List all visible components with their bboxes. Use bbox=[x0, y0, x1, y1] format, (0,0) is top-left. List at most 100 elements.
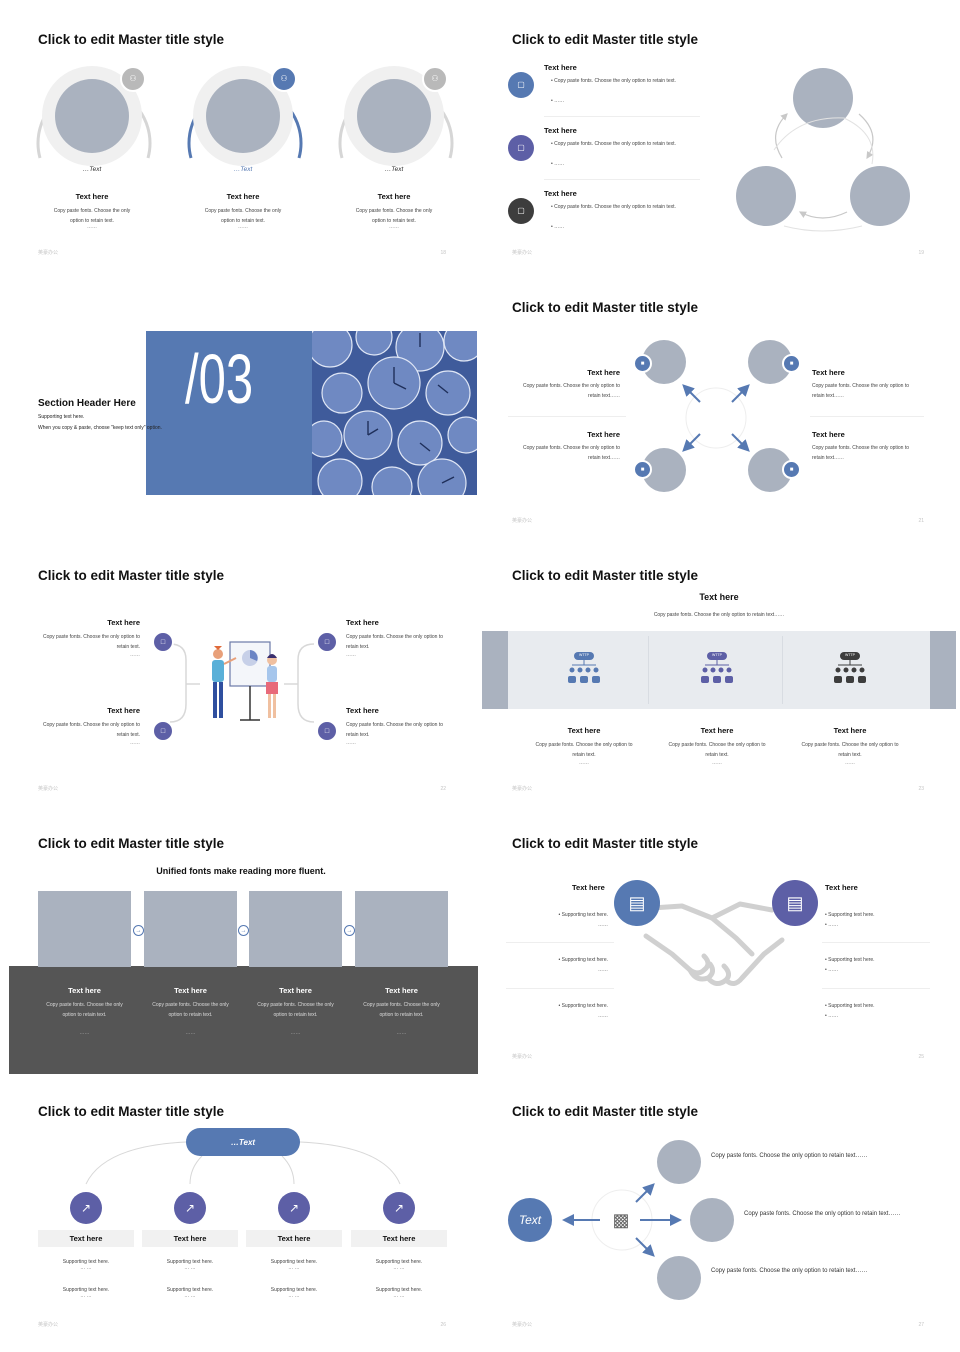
item-line: Supporting text here. bbox=[375, 1259, 423, 1265]
item-body: Copy paste fonts. Choose the only option… bbox=[744, 1211, 901, 1217]
icon-label: WTTP bbox=[712, 653, 722, 657]
quad-diagram bbox=[642, 340, 792, 492]
item-dots: …… bbox=[396, 1030, 407, 1036]
item-body: Copy paste fonts. Choose the only option… bbox=[668, 742, 766, 758]
arrow-right-icon: → bbox=[133, 925, 144, 936]
dark-band bbox=[9, 966, 478, 1074]
item-body: Copy paste fonts. Choose the only option… bbox=[812, 383, 910, 399]
image-placeholder bbox=[38, 891, 131, 967]
item-heading: Text here bbox=[567, 726, 601, 735]
section-panel bbox=[146, 331, 312, 495]
slide-19[interactable]: Click to edit Master title style ▢ ▢ ▢ T… bbox=[482, 4, 956, 270]
item-body: Copy paste fonts. Choose the only option… bbox=[42, 722, 140, 738]
slide-27[interactable]: Click to edit Master title style Text ▩ … bbox=[482, 1076, 956, 1342]
item-heading: Text here bbox=[75, 192, 109, 201]
item-dots: …… bbox=[346, 740, 356, 746]
item-heading: Text here bbox=[812, 430, 845, 439]
slide-title: Click to edit Master title style bbox=[38, 836, 225, 851]
org-chart-icon bbox=[568, 652, 600, 683]
item-bullet: • …… bbox=[551, 161, 565, 167]
slide-25[interactable]: Click to edit Master title style ▤ ▤ Tex… bbox=[482, 808, 956, 1074]
slide-section-header[interactable]: /03 Section Header Here Supporting text … bbox=[4, 272, 478, 538]
slide-22[interactable]: Click to edit Master title style □ □ □ □… bbox=[4, 540, 478, 806]
image-placeholder bbox=[657, 1256, 701, 1300]
id-badge-icon: ■ bbox=[782, 460, 801, 479]
slide-26[interactable]: Click to edit Master title style …Text ↗… bbox=[4, 1076, 478, 1342]
slide-23[interactable]: Click to edit Master title style Text he… bbox=[482, 540, 956, 806]
item-heading: Text here bbox=[377, 192, 411, 201]
ring-2 bbox=[187, 66, 303, 166]
item-dots: …… bbox=[185, 1030, 196, 1036]
image-placeholder bbox=[355, 891, 448, 967]
item-dots: … … bbox=[80, 1265, 92, 1271]
team-icon: ⚇ bbox=[120, 66, 146, 92]
right-heading: Text here bbox=[825, 883, 858, 892]
item-dots: … … bbox=[184, 1265, 196, 1271]
item-dots: …… bbox=[238, 224, 248, 230]
page-number: 18 bbox=[440, 250, 446, 256]
item-heading: Text here bbox=[351, 1230, 447, 1247]
slide-title: Click to edit Master title style bbox=[512, 1104, 699, 1119]
icon-label: WTTP bbox=[579, 653, 589, 657]
item-heading: Text here bbox=[544, 63, 577, 72]
item-heading: Text here bbox=[107, 706, 140, 715]
item-body: Copy paste fonts. Choose the only option… bbox=[363, 1002, 440, 1018]
left-heading: Text here bbox=[572, 883, 605, 892]
item-heading: Text here bbox=[38, 1230, 134, 1247]
divider bbox=[544, 179, 700, 180]
item-dots: …… bbox=[130, 740, 140, 746]
item-heading: Text here bbox=[544, 126, 577, 135]
page-number: 23 bbox=[918, 786, 924, 792]
slide-18[interactable]: Click to edit Master title style ⚇ ⚇ ⚇ …… bbox=[4, 4, 478, 270]
slide-21[interactable]: Click to edit Master title style ■ ■ ■ ■… bbox=[482, 272, 956, 538]
item-body: Copy paste fonts. Choose the only option… bbox=[42, 634, 140, 650]
presentation-illustration bbox=[169, 641, 315, 723]
divider bbox=[506, 942, 614, 943]
item-heading: Text here bbox=[700, 726, 734, 735]
right-bullet: • Supporting text here.• …… bbox=[825, 1003, 875, 1019]
footer-logo: 英豪办公 bbox=[38, 250, 59, 256]
slide-title: Click to edit Master title style bbox=[512, 300, 699, 315]
item-dots: …… bbox=[579, 760, 589, 766]
item-bullet: • Copy paste fonts. Choose the only opti… bbox=[551, 78, 676, 84]
growth-chart-icon: ↗ bbox=[278, 1192, 310, 1224]
image-placeholder bbox=[690, 1198, 734, 1242]
item-bullet: • …… bbox=[551, 98, 565, 104]
id-badge-icon: ■ bbox=[782, 354, 801, 373]
devices-icon: ▢ bbox=[508, 72, 534, 98]
divider bbox=[544, 116, 700, 117]
document-icon: □ bbox=[316, 631, 338, 653]
item-bullet: • Copy paste fonts. Choose the only opti… bbox=[551, 204, 676, 210]
divider bbox=[506, 988, 614, 989]
ring-label: …Text bbox=[82, 166, 102, 173]
document-icon: □ bbox=[152, 631, 174, 653]
slide-title: Click to edit Master title style bbox=[512, 32, 699, 47]
divider bbox=[810, 416, 924, 417]
footer-logo: 英豪办公 bbox=[38, 786, 59, 792]
item-body: Copy paste fonts. Choose the only option… bbox=[812, 445, 910, 461]
page-number: 25 bbox=[918, 1054, 924, 1060]
footer-logo: 英豪办公 bbox=[512, 250, 533, 256]
right-bullet: • Supporting text here.• …… bbox=[825, 912, 875, 928]
item-heading: Text here bbox=[346, 618, 379, 627]
item-heading: Text here bbox=[246, 1230, 342, 1247]
item-line: Supporting text here. bbox=[62, 1259, 110, 1265]
arrow-right-icon: → bbox=[344, 925, 355, 936]
slide-24[interactable]: Click to edit Master title style Unified… bbox=[4, 808, 478, 1074]
document-person-icon: ▤ bbox=[772, 880, 818, 926]
team-icon: ⚇ bbox=[271, 66, 297, 92]
divider bbox=[822, 942, 930, 943]
section-number: /03 bbox=[185, 340, 254, 418]
item-body: Copy paste fonts. Choose the only option… bbox=[711, 1268, 868, 1274]
ring-3 bbox=[338, 66, 454, 166]
image-placeholder bbox=[144, 891, 237, 967]
divider bbox=[508, 416, 626, 417]
item-body: Copy paste fonts. Choose the only option… bbox=[355, 208, 433, 224]
growth-chart-icon: ↗ bbox=[174, 1192, 206, 1224]
section-subtitle: Copy paste fonts. Choose the only option… bbox=[653, 612, 785, 618]
hub-diagram bbox=[562, 1183, 682, 1257]
item-dots: … … bbox=[288, 1265, 300, 1271]
item-dots: …… bbox=[130, 652, 140, 658]
tree-connectors bbox=[85, 1141, 401, 1185]
item-line: Supporting text here. bbox=[270, 1259, 318, 1265]
